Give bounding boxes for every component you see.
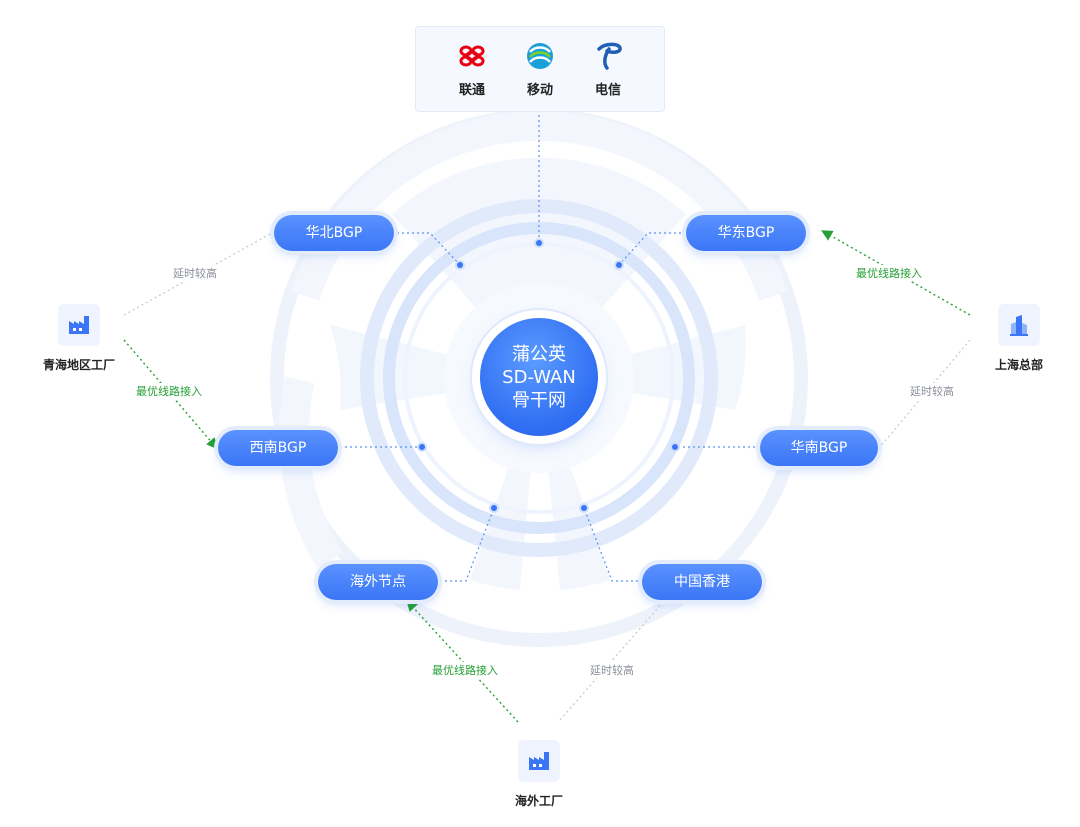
endpoint-dot bbox=[579, 503, 589, 513]
endpoint-dot bbox=[455, 260, 465, 270]
tag-high-latency: 延时较高 bbox=[908, 383, 956, 399]
site-qinghai-factory: 青海地区工厂 bbox=[42, 358, 116, 372]
tag-best-route: 最优线路接入 bbox=[134, 383, 204, 399]
node-south-bgp[interactable]: 华南BGP bbox=[760, 430, 878, 466]
carrier-label: 联通 bbox=[458, 83, 485, 98]
site-shanghai-hq: 上海总部 bbox=[994, 358, 1044, 372]
site-overseas-factory: 海外工厂 bbox=[514, 794, 564, 808]
core-title-line2: SD-WAN bbox=[502, 366, 576, 388]
node-overseas[interactable]: 海外节点 bbox=[318, 564, 438, 600]
core-title-line3: 骨干网 bbox=[512, 389, 566, 411]
tag-best-route: 最优线路接入 bbox=[430, 662, 500, 678]
carrier-label: 电信 bbox=[594, 83, 621, 98]
best-route-links bbox=[123, 230, 971, 723]
tag-best-route: 最优线路接入 bbox=[854, 265, 924, 281]
china-mobile-icon bbox=[510, 39, 570, 73]
carrier-label: 移动 bbox=[526, 83, 553, 98]
high-latency-links bbox=[123, 232, 971, 721]
carrier-unicom: 联通 bbox=[442, 39, 502, 98]
endpoint-dot bbox=[489, 503, 499, 513]
backbone-links bbox=[340, 110, 760, 582]
node-southwest-bgp[interactable]: 西南BGP bbox=[218, 430, 338, 466]
factory-icon bbox=[518, 740, 560, 782]
link-endpoints bbox=[417, 238, 680, 513]
mid-inner-ring bbox=[383, 222, 695, 534]
node-north-bgp[interactable]: 华北BGP bbox=[274, 215, 394, 251]
endpoint-dot bbox=[534, 238, 544, 248]
tag-high-latency: 延时较高 bbox=[171, 265, 219, 281]
china-unicom-icon bbox=[442, 39, 502, 73]
core-title-line1: 蒲公英 bbox=[512, 343, 566, 365]
node-hongkong[interactable]: 中国香港 bbox=[642, 564, 762, 600]
china-telecom-icon bbox=[578, 39, 638, 73]
sdwan-core-node[interactable]: 蒲公英 SD-WAN 骨干网 bbox=[480, 318, 598, 436]
carrier-panel: 联通 移动 电信 bbox=[415, 26, 665, 112]
carrier-telecom: 电信 bbox=[578, 39, 638, 98]
tag-high-latency: 延时较高 bbox=[588, 662, 636, 678]
outer-arc-left bbox=[278, 376, 343, 568]
carrier-mobile: 移动 bbox=[510, 39, 570, 98]
factory-icon bbox=[58, 304, 100, 346]
endpoint-dot bbox=[670, 442, 680, 452]
endpoint-dot bbox=[417, 442, 427, 452]
endpoint-dot bbox=[614, 260, 624, 270]
node-east-bgp[interactable]: 华东BGP bbox=[686, 215, 806, 251]
building-icon bbox=[998, 304, 1040, 346]
